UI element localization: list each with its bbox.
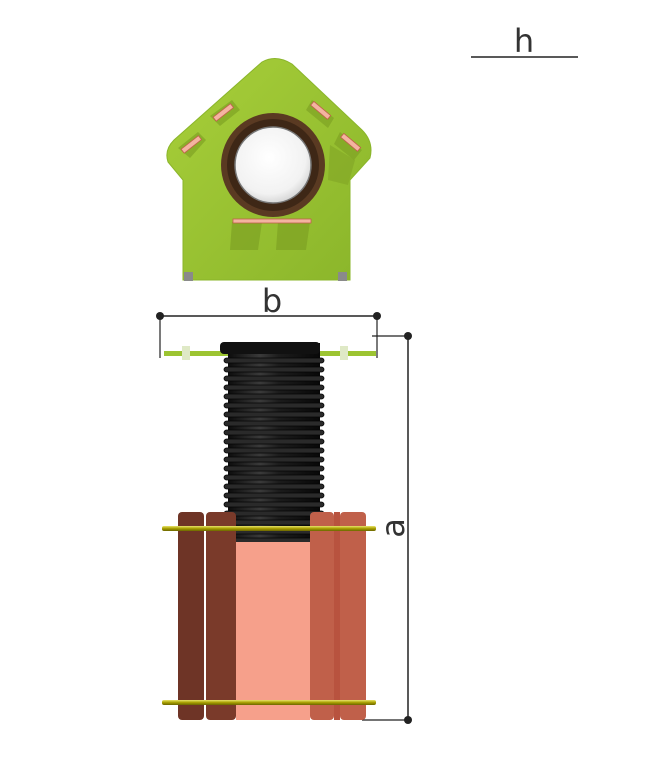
board-far-right (340, 512, 366, 720)
panel-foot-left (184, 272, 193, 281)
dimension-a-label: a (374, 518, 412, 538)
top-view (166, 58, 372, 281)
tube-rib (223, 519, 325, 526)
side-view (162, 342, 376, 720)
gold-rail-middle (162, 526, 376, 531)
tube-rib (223, 510, 325, 517)
tube-rib (223, 411, 325, 418)
board-center (236, 542, 310, 720)
tube-rib (223, 483, 325, 490)
tube-rib (223, 357, 325, 364)
tube-rib (223, 429, 325, 436)
tube-rib (223, 438, 325, 445)
board-right (310, 512, 334, 720)
dimension-h-label: h (514, 22, 534, 60)
dimension-b: b (156, 282, 381, 358)
panel-foot-right (338, 272, 347, 281)
tube-rib (223, 366, 325, 373)
tube-rib (223, 420, 325, 427)
wooden-base (178, 512, 366, 720)
tube-rib (223, 456, 325, 463)
tube-rib (223, 375, 325, 382)
board-left (206, 512, 236, 720)
gold-rail-bottom (162, 700, 376, 705)
board-far-left (178, 512, 204, 720)
dimension-h: h (471, 22, 578, 60)
tube-collar (220, 342, 320, 354)
tube-rib (223, 492, 325, 499)
tube-rib (223, 393, 325, 400)
dimension-a: a (362, 332, 412, 724)
corrugated-tube (220, 342, 325, 544)
dimension-b-label: b (262, 282, 282, 320)
tube-rib (223, 474, 325, 481)
tube-rib (223, 501, 325, 508)
tube-rib (223, 402, 325, 409)
tube-rib (223, 384, 325, 391)
tube-rib (223, 465, 325, 472)
tube-rib (223, 447, 325, 454)
tube-hole (234, 126, 312, 204)
